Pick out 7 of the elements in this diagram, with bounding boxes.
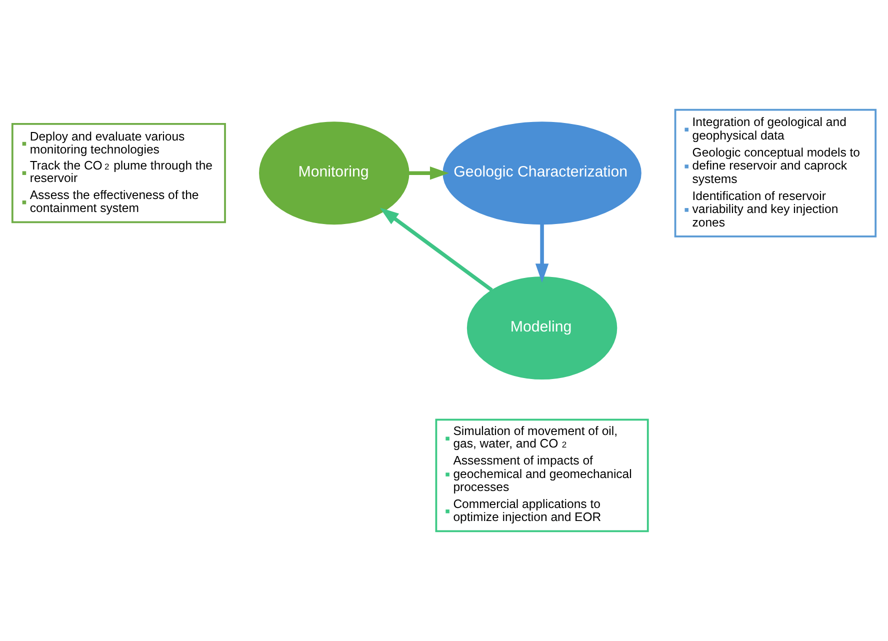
node-box: Integration of geological and geophysical data Geologic conceptual models to define reservoir and caprock systems Identification of reservoir variability and key injection zones (674, 108, 877, 238)
arrow (408, 166, 449, 180)
arrow (380, 208, 493, 292)
node-ellipse: Geologic Characterization (442, 122, 642, 225)
node-ellipse: Modeling (466, 276, 618, 380)
arrow (535, 224, 549, 283)
node-box: Deploy and evaluate various monitoring technologies Track the CO2 plume through the reservoir Assess the effectiveness of the containment system (11, 123, 226, 224)
